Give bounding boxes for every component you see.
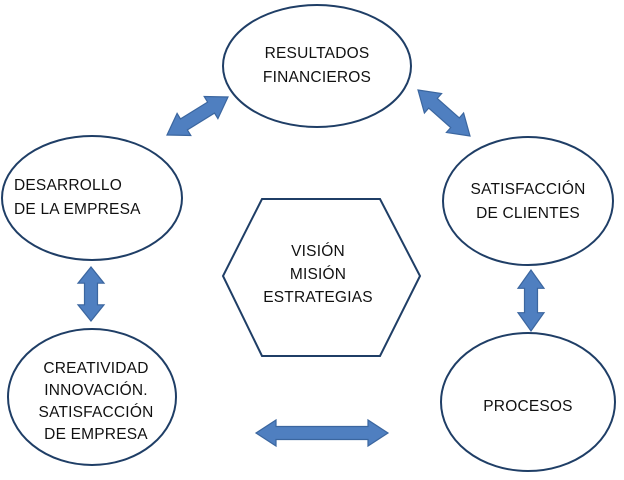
node-vision-mision-estrategias: VISIÓN MISIÓN ESTRATEGIAS	[221, 198, 422, 357]
node-satisfaccion-clientes-shape	[442, 136, 614, 266]
node-procesos: PROCESOS	[440, 332, 616, 472]
node-desarrollo-empresa: DESARROLLO DE LA EMPRESA	[1, 135, 183, 261]
node-creatividad-shape	[7, 328, 177, 466]
node-resultados-line-1: RESULTADOS	[265, 45, 370, 62]
arrow-procesos-creatividad	[254, 418, 390, 448]
arrow-creatividad-desarrollo	[76, 266, 106, 322]
node-procesos-shape	[440, 332, 616, 472]
center-hexagon-shape	[221, 198, 422, 357]
node-procesos-line-1: PROCESOS	[483, 398, 572, 415]
node-satisfaccion-clientes: SATISFACCIÓN DE CLIENTES	[442, 136, 614, 266]
arrow-resultados-satisfaccion_clientes	[417, 89, 471, 137]
node-creatividad-line-1: CREATIVIDAD	[43, 360, 148, 377]
node-satisfaccion-clientes-line-1: SATISFACCIÓN	[471, 181, 586, 198]
arrow-desarrollo-resultados	[166, 95, 229, 137]
node-creatividad-line-2: INNOVACIÓN.	[44, 382, 148, 399]
arrow-satisfaccion_clientes-procesos	[516, 268, 546, 333]
node-creatividad-line-4: DE EMPRESA	[44, 426, 148, 443]
center-line-3: ESTRATEGIAS	[263, 289, 373, 306]
node-creatividad-innovacion: CREATIVIDAD INNOVACIÓN. SATISFACCIÓN DE …	[7, 328, 177, 466]
center-line-2: MISIÓN	[290, 266, 346, 283]
node-resultados-line-2: FINANCIEROS	[263, 69, 371, 86]
arrow-layer	[76, 89, 546, 448]
node-desarrollo-shape	[1, 135, 183, 261]
node-creatividad-line-3: SATISFACCIÓN	[39, 404, 154, 421]
node-resultados-shape	[222, 4, 412, 128]
node-resultados-financieros: RESULTADOS FINANCIEROS	[222, 4, 412, 128]
node-satisfaccion-clientes-line-2: DE CLIENTES	[476, 205, 580, 222]
node-desarrollo-line-1: DESARROLLO	[14, 177, 122, 194]
center-line-1: VISIÓN	[291, 243, 345, 260]
node-desarrollo-line-2: DE LA EMPRESA	[14, 201, 141, 218]
